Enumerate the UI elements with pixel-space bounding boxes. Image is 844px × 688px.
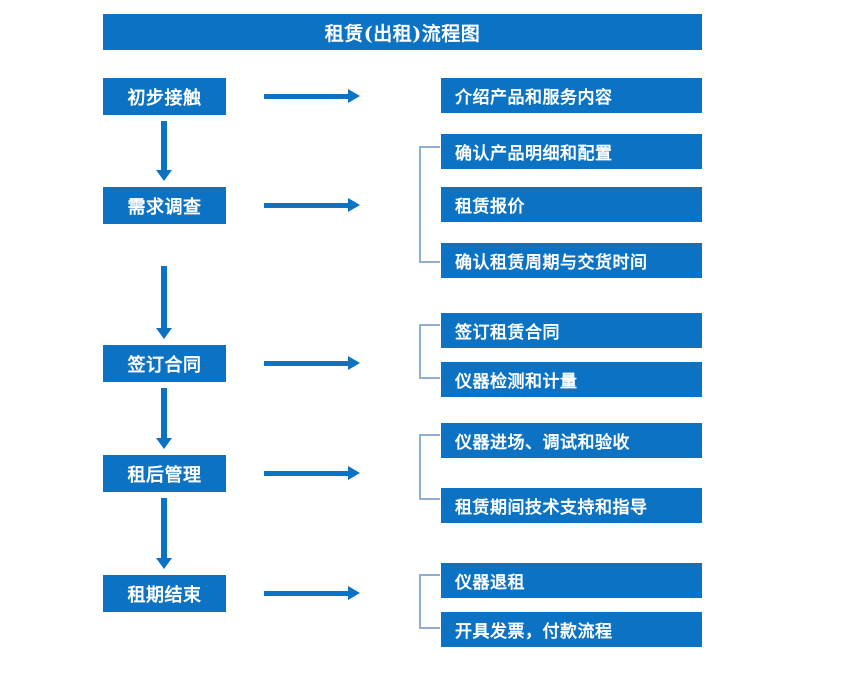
arrow-right-icon-stage-4	[264, 466, 360, 480]
detail-box-technical-support[interactable]: 租赁期间技术支持和指导	[441, 488, 702, 523]
detail-box-rental-quotation[interactable]: 租赁报价	[441, 187, 702, 222]
stage-box-lease-end[interactable]: 租期结束	[103, 575, 226, 612]
detail-box-confirm-product-details[interactable]: 确认产品明细和配置	[441, 134, 702, 169]
arrow-right-icon-stage-3	[264, 356, 360, 370]
arrow-right-icon-stage-1	[264, 89, 360, 103]
detail-box-introduce-products[interactable]: 介绍产品和服务内容	[441, 78, 702, 113]
detail-box-sign-rental-contract[interactable]: 签订租赁合同	[441, 313, 702, 348]
detail-box-instrument-installation[interactable]: 仪器进场、调试和验收	[441, 423, 702, 458]
arrow-down-icon-survey-to-contract	[156, 266, 172, 339]
page-title: 租赁(出租)流程图	[103, 14, 702, 50]
stage-box-initial-contact[interactable]: 初步接触	[103, 78, 226, 115]
arrow-down-icon-contract-to-management	[156, 388, 172, 449]
stage-box-post-rental-management[interactable]: 租后管理	[103, 455, 226, 492]
detail-box-invoice-payment[interactable]: 开具发票，付款流程	[441, 612, 702, 647]
arrow-right-icon-stage-2	[264, 198, 360, 212]
bracket-group-demand-survey	[419, 146, 440, 263]
detail-box-instrument-return[interactable]: 仪器退租	[441, 563, 702, 598]
arrow-right-icon-stage-5	[264, 586, 360, 600]
bracket-group-lease-end	[419, 574, 440, 629]
detail-box-confirm-period-delivery[interactable]: 确认租赁周期与交货时间	[441, 243, 702, 278]
stage-box-sign-contract[interactable]: 签订合同	[103, 345, 226, 382]
arrow-down-icon-management-to-end	[156, 498, 172, 569]
arrow-down-icon-contact-to-survey	[156, 121, 172, 181]
detail-box-instrument-testing[interactable]: 仪器检测和计量	[441, 362, 702, 397]
bracket-group-post-rental	[419, 434, 440, 500]
stage-box-demand-survey[interactable]: 需求调查	[103, 187, 226, 224]
bracket-group-sign-contract	[419, 324, 440, 379]
